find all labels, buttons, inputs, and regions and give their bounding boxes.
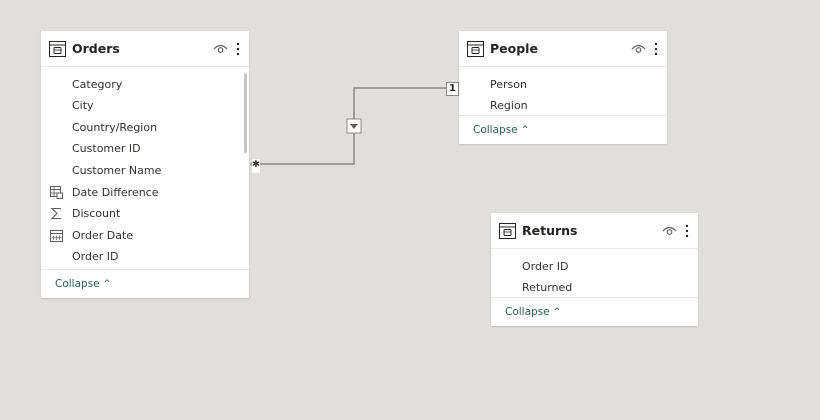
field-row[interactable]: Date Difference [41, 182, 241, 203]
field-row[interactable]: Order Date [41, 225, 241, 246]
field-row[interactable]: Region [459, 95, 659, 116]
card-footer: Collapse⌃ [41, 269, 249, 298]
collapse-label: Collapse [55, 278, 100, 290]
field-row[interactable]: Customer Name [41, 160, 241, 181]
field-label: Order ID [522, 260, 569, 273]
people-table-card[interactable]: People Person Region Collapse⌃ [459, 31, 667, 144]
more-options-icon[interactable] [236, 42, 240, 56]
calculated-table-icon [50, 186, 63, 199]
field-label: Person [490, 78, 527, 91]
table-icon [467, 41, 484, 57]
table-icon [499, 223, 516, 239]
cardinality-one-label: 1 [446, 82, 459, 96]
field-row[interactable]: City [41, 95, 241, 116]
visibility-icon[interactable] [213, 44, 228, 54]
collapse-button[interactable]: Collapse⌃ [505, 306, 561, 318]
field-label: Region [490, 99, 528, 112]
calendar-icon [50, 230, 63, 242]
table-icon [49, 41, 66, 57]
card-footer: Collapse⌃ [459, 115, 667, 144]
more-options-icon[interactable] [654, 42, 658, 56]
collapse-button[interactable]: Collapse⌃ [473, 124, 529, 136]
cardinality-many-label: * [252, 157, 260, 175]
field-label: Category [72, 78, 123, 91]
card-header[interactable]: Orders [41, 31, 249, 67]
field-label: City [72, 99, 94, 112]
field-label: Date Difference [72, 186, 159, 199]
returns-table-card[interactable]: Returns Order ID Returned Collapse⌃ [491, 213, 698, 326]
field-label: Order Date [72, 229, 134, 242]
collapse-label: Collapse [473, 124, 518, 136]
field-row[interactable]: Category [41, 74, 241, 95]
sigma-icon [50, 207, 61, 220]
field-row[interactable]: Customer ID [41, 138, 241, 159]
table-title: Returns [522, 223, 578, 238]
field-row[interactable]: Order ID [41, 246, 241, 267]
visibility-icon[interactable] [631, 44, 646, 54]
visibility-icon[interactable] [662, 226, 677, 236]
card-header[interactable]: People [459, 31, 667, 67]
orders-table-card[interactable]: Orders Category City Country/Region Cust… [41, 31, 249, 298]
field-label: Country/Region [72, 121, 158, 134]
field-row[interactable]: Returned [491, 277, 690, 298]
card-footer: Collapse⌃ [491, 297, 698, 326]
field-row[interactable]: Country/Region [41, 117, 241, 138]
field-label: Customer Name [72, 164, 162, 177]
more-options-icon[interactable] [685, 224, 689, 238]
collapse-button[interactable]: Collapse⌃ [55, 278, 111, 290]
table-title: People [490, 41, 538, 56]
chevron-up-icon: ⌃ [102, 278, 112, 290]
collapse-label: Collapse [505, 306, 550, 318]
field-row[interactable]: Discount [41, 203, 241, 224]
chevron-up-icon: ⌃ [552, 306, 562, 318]
chevron-up-icon: ⌃ [520, 124, 530, 136]
card-header[interactable]: Returns [491, 213, 698, 249]
field-row[interactable]: Order ID [491, 256, 690, 277]
field-label: Order ID [72, 250, 119, 263]
table-title: Orders [72, 41, 120, 56]
field-label: Customer ID [72, 142, 141, 155]
field-label: Returned [522, 281, 573, 294]
field-label: Discount [72, 207, 121, 220]
fields-scrollbar[interactable] [244, 73, 247, 153]
field-row[interactable]: Person [459, 74, 659, 95]
